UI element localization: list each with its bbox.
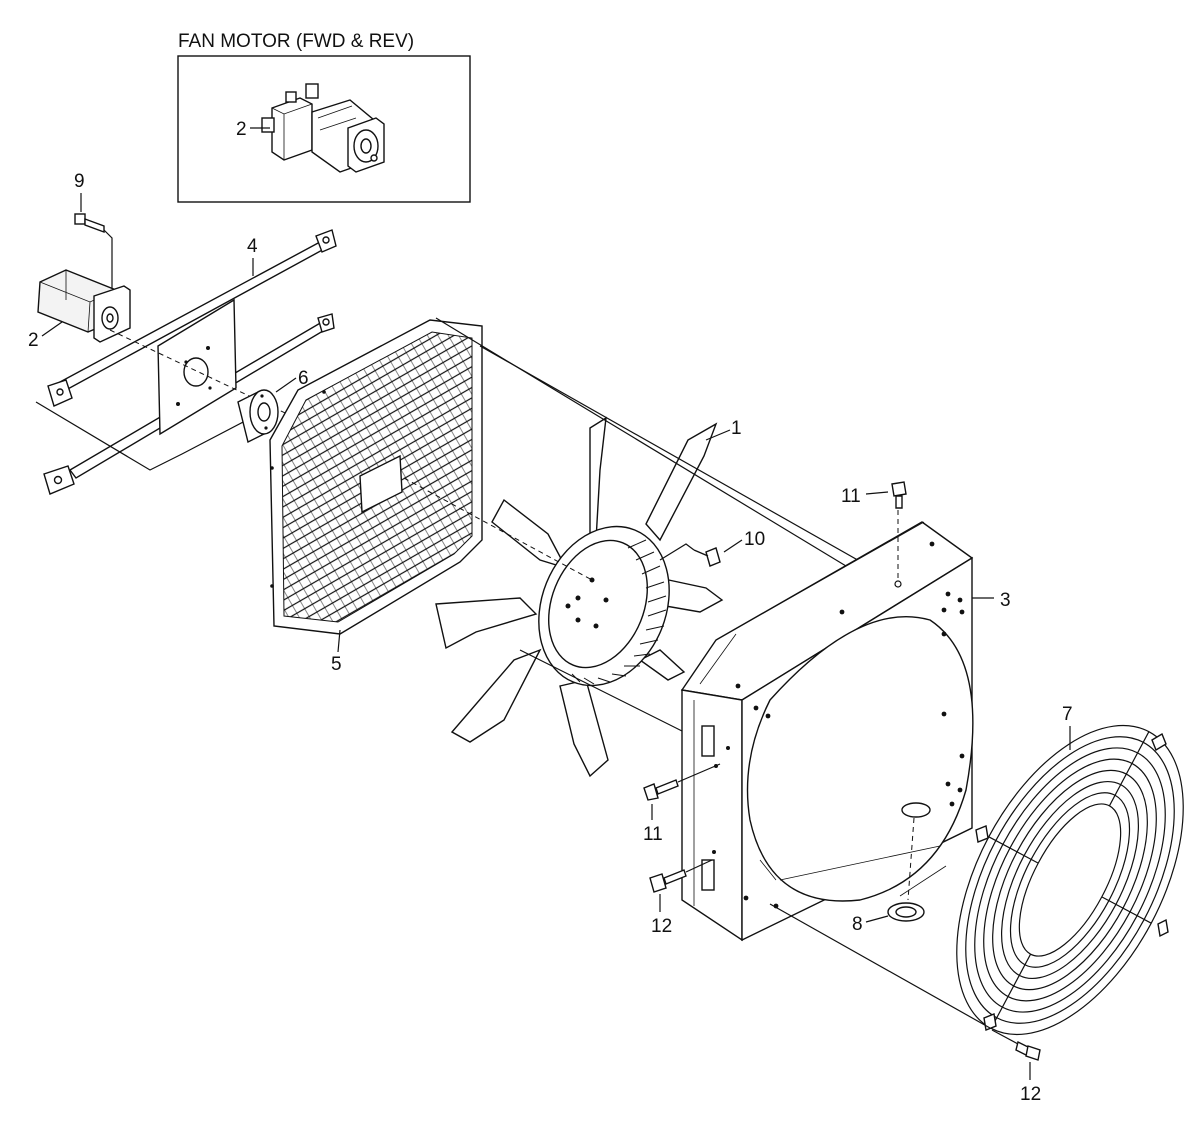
hub-adaptor-6: 6 [237, 368, 309, 444]
callout-7: 7 [1062, 704, 1073, 725]
fan-motor-inset: FAN MOTOR (FWD & REV) 2 [177, 31, 471, 203]
fwd-rev-fan-motor-drawing [261, 83, 385, 173]
callout-2-inset: 2 [236, 119, 247, 140]
callout-6: 6 [298, 368, 309, 389]
callout-1: 1 [731, 418, 742, 439]
fan-1: 1 [435, 416, 742, 778]
callout-8: 8 [852, 914, 863, 935]
wire-guard-7: 7 [769, 704, 1184, 1036]
inset-title: FAN MOTOR (FWD & REV) [178, 31, 414, 52]
callout-12-left: 12 [651, 916, 672, 937]
fan-motor-2: 2 [28, 269, 131, 351]
bolt-12-left: 12 [649, 859, 713, 937]
inset-frame [177, 55, 471, 203]
bolt-11-top: 11 [841, 481, 907, 580]
callout-4: 4 [247, 236, 258, 257]
fan-guard-plate-5: 5 [269, 319, 483, 675]
bolt-11-left: 11 [643, 763, 721, 845]
callout-9: 9 [74, 171, 85, 192]
bolt-12-bottom: 12 [991, 1029, 1041, 1105]
bracket-and-rods-4: 4 [35, 229, 337, 495]
bolt-9: 9 [74, 171, 113, 290]
callout-3: 3 [1000, 590, 1011, 611]
grommet-8: 8 [852, 817, 925, 935]
shroud-housing-3: 3 [680, 521, 1011, 942]
bolt-10: 10 [659, 529, 765, 567]
callout-11-top: 11 [841, 486, 861, 507]
callout-10: 10 [744, 529, 765, 550]
callout-2: 2 [28, 330, 39, 351]
callout-11-left: 11 [643, 824, 663, 845]
callout-12-bottom: 12 [1020, 1084, 1041, 1105]
callout-5: 5 [331, 654, 342, 675]
